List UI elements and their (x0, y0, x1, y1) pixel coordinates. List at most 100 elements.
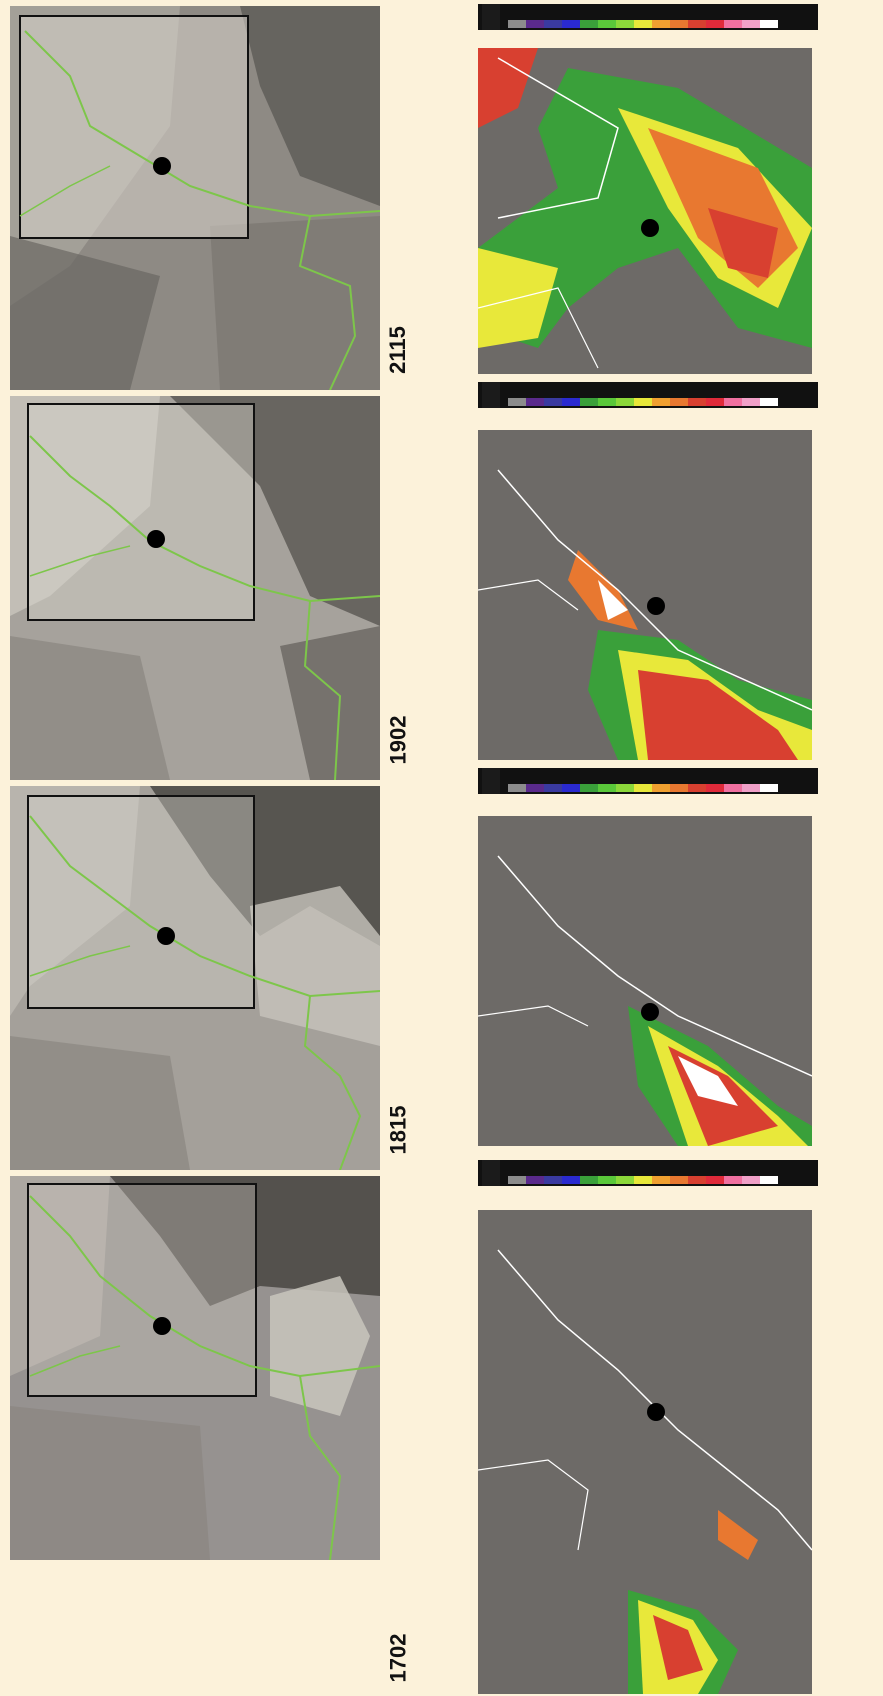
station-marker-icon (153, 157, 171, 175)
scale-swatch (508, 784, 526, 792)
time-label: 1702 (384, 1628, 412, 1688)
scale-swatches (508, 398, 778, 406)
analysis-box (27, 403, 255, 621)
radar-image (478, 816, 812, 1146)
time-label: 1902 (384, 710, 412, 770)
scale-swatch (616, 784, 634, 792)
scale-swatch (526, 1176, 544, 1184)
time-text: 2115 (385, 326, 411, 374)
scale-swatch (706, 1176, 724, 1184)
scale-swatches (508, 784, 778, 792)
radar-color-scale (478, 1160, 818, 1186)
time-label: 2115 (384, 320, 412, 380)
scale-swatch (634, 20, 652, 28)
radar-panel-2115 (478, 48, 812, 374)
scale-swatch (598, 784, 616, 792)
scale-swatch (562, 1176, 580, 1184)
scale-swatch (706, 398, 724, 406)
satellite-image (10, 396, 380, 780)
scale-swatch (652, 398, 670, 406)
satellite-panel-1815 (10, 786, 380, 1170)
scale-swatch (598, 1176, 616, 1184)
station-marker-icon (157, 927, 175, 945)
scale-swatch (688, 20, 706, 28)
analysis-box (19, 15, 249, 239)
scale-swatch (562, 20, 580, 28)
scale-swatch (526, 398, 544, 406)
time-label: 1815 (384, 1100, 412, 1160)
time-text: 1702 (385, 1633, 411, 1683)
radar-panel-1702 (478, 1210, 812, 1694)
scale-swatch (688, 398, 706, 406)
radar-color-scale (478, 4, 818, 30)
scale-swatch (688, 784, 706, 792)
analysis-box (27, 795, 255, 1009)
scale-swatch (760, 784, 778, 792)
scale-swatch (670, 398, 688, 406)
scale-swatch (706, 20, 724, 28)
scale-swatch (688, 1176, 706, 1184)
scale-swatch (580, 398, 598, 406)
radar-panel-1902 (478, 430, 812, 760)
scale-swatch (760, 398, 778, 406)
scale-swatch (742, 1176, 760, 1184)
scale-swatch (508, 398, 526, 406)
radar-color-scale (478, 382, 818, 408)
scale-swatch (544, 1176, 562, 1184)
scale-swatch (760, 1176, 778, 1184)
scale-swatch (670, 784, 688, 792)
scale-swatch (634, 398, 652, 406)
scale-swatch (760, 20, 778, 28)
scale-swatch (526, 784, 544, 792)
station-marker-icon (153, 1317, 171, 1335)
scale-swatch (724, 1176, 742, 1184)
scale-swatch (742, 398, 760, 406)
scale-swatch (670, 20, 688, 28)
scale-swatch (508, 1176, 526, 1184)
scale-stamp (482, 4, 500, 30)
scale-swatch (670, 1176, 688, 1184)
time-text: 1815 (385, 1105, 411, 1155)
scale-swatch (580, 784, 598, 792)
scale-swatch (706, 784, 724, 792)
scale-swatch (526, 20, 544, 28)
scale-swatch (616, 20, 634, 28)
scale-swatch (724, 398, 742, 406)
satellite-panel-2115 (10, 6, 380, 390)
scale-swatch (652, 1176, 670, 1184)
scale-stamp (482, 382, 500, 408)
scale-swatch (598, 398, 616, 406)
radar-color-scale (478, 768, 818, 794)
radar-image (478, 430, 812, 760)
boundary-line (29, 1195, 380, 1378)
scale-swatch (742, 20, 760, 28)
scale-stamp (482, 768, 500, 794)
scale-swatch (562, 784, 580, 792)
satellite-image (10, 1176, 380, 1560)
scale-swatch (544, 20, 562, 28)
station-marker-icon (147, 530, 165, 548)
scale-swatch (580, 20, 598, 28)
scale-swatch (508, 20, 526, 28)
scale-swatch (580, 1176, 598, 1184)
boundary-line (29, 815, 380, 998)
scale-swatch (652, 20, 670, 28)
boundary-line (29, 435, 380, 603)
time-text: 1902 (385, 715, 411, 765)
scale-stamp (482, 1160, 500, 1186)
radar-panel-1815 (478, 816, 812, 1146)
scale-swatch (544, 784, 562, 792)
scale-swatch (544, 398, 562, 406)
scale-swatch (616, 1176, 634, 1184)
scale-swatch (562, 398, 580, 406)
scale-swatch (598, 20, 616, 28)
satellite-panel-1902 (10, 396, 380, 780)
scale-swatch (634, 784, 652, 792)
radar-image (478, 48, 812, 374)
scale-swatch (616, 398, 634, 406)
station-marker-icon (641, 1003, 659, 1021)
satellite-panel-1702 (10, 1176, 380, 1560)
scale-swatch (652, 784, 670, 792)
station-marker-icon (647, 1403, 665, 1421)
